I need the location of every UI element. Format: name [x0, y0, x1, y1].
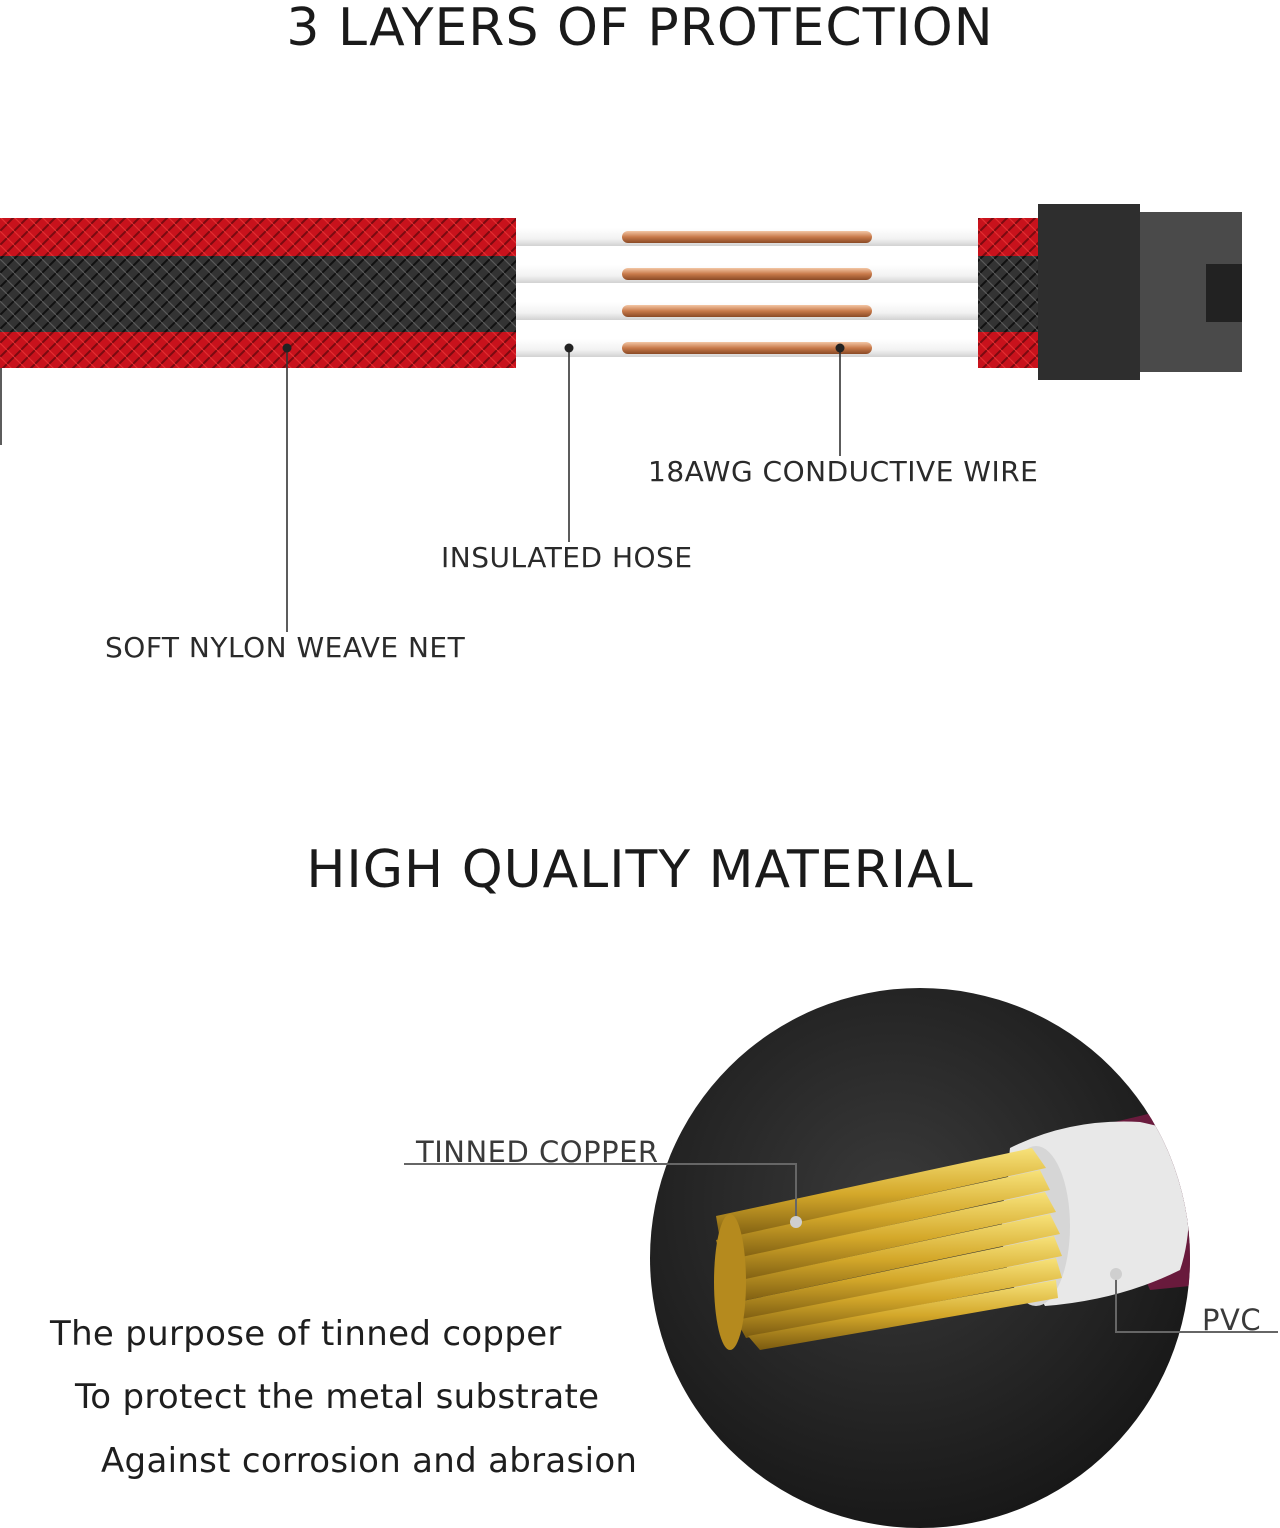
label-conductive-wire: 18AWG CONDUCTIVE WIRE — [648, 455, 1039, 488]
black-sleeve-1 — [0, 256, 516, 294]
description-line-2: To protect the metal substrate — [75, 1377, 600, 1417]
sleeved-cables-right — [978, 218, 1040, 368]
copper-wires — [622, 231, 872, 354]
description-line-1: The purpose of tinned copper — [50, 1314, 562, 1354]
label-pvc: PVC — [1202, 1303, 1262, 1337]
leader-lines-section1 — [0, 348, 841, 632]
leader-lines-section2 — [404, 1163, 1278, 1333]
black-sleeve-2 — [0, 294, 516, 332]
red-sleeve-bottom — [0, 332, 516, 368]
pointer-dot-net — [282, 343, 292, 353]
pointer-dot-pvc — [1110, 1268, 1122, 1280]
label-nylon-net: SOFT NYLON WEAVE NET — [105, 631, 466, 664]
label-tinned-copper: TINNED COPPER — [416, 1135, 659, 1169]
cable-closeup-circle — [650, 988, 1190, 1528]
section-title-material: HIGH QUALITY MATERIAL — [306, 840, 974, 900]
red-sleeve-top — [0, 218, 516, 256]
pointer-dot-hose — [564, 343, 574, 353]
pointer-dot-wire — [835, 343, 845, 353]
section-title-layers: 3 LAYERS OF PROTECTION — [286, 0, 994, 58]
connector-plug — [1038, 204, 1242, 380]
gold-strands — [714, 1148, 1062, 1350]
label-insulated-hose: INSULATED HOSE — [441, 541, 693, 574]
pointer-dot-copper — [790, 1216, 802, 1228]
description-line-3: Against corrosion and abrasion — [101, 1441, 638, 1481]
insulated-hoses — [516, 228, 978, 357]
sleeved-cables-left — [0, 218, 516, 368]
